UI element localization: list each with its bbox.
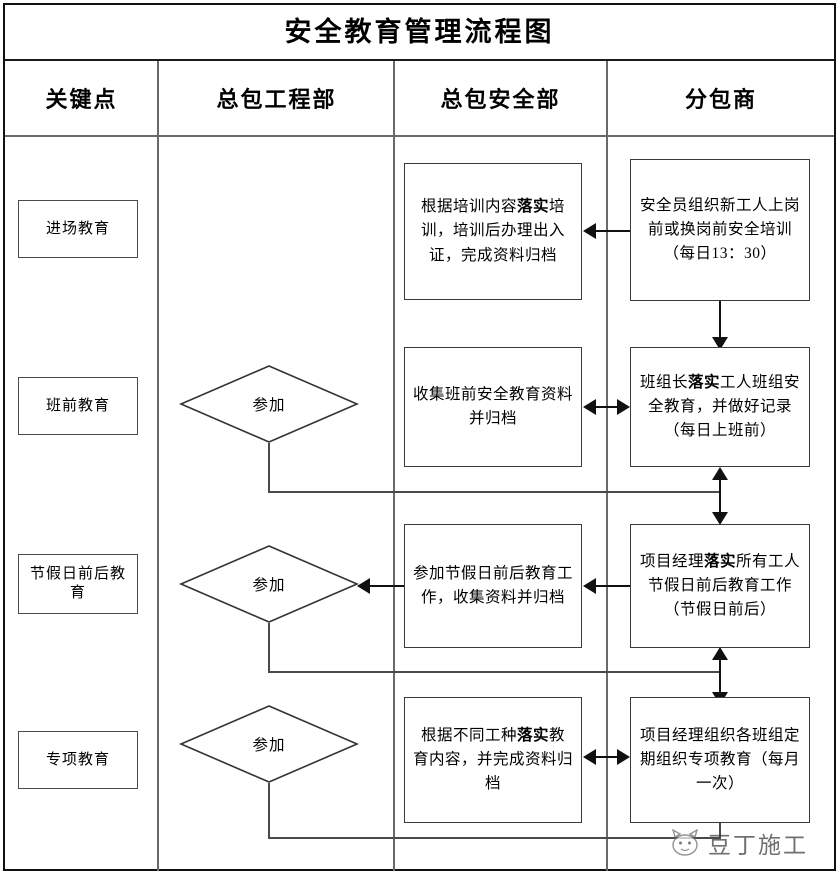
connector-row3-feedback-horizontal [268,671,720,673]
decision-label: 参加 [252,737,286,754]
diamond-shape-icon [178,705,360,783]
connector-row3-horizontal-left [370,585,404,587]
arrow-left-row1 [583,223,596,239]
connector-row4-feedback-horizontal [268,837,720,839]
chart-outer-frame [3,3,836,871]
header-col-divider-1 [157,61,159,135]
process-box-subcontractor-entry-education[interactable]: 安全员组织新工人上岗前或换岗前安全培训（每日13：30） [630,159,810,301]
decision-diamond-special-education[interactable]: 参加 [178,705,360,783]
column-header-label: 总包工程部 [216,87,337,112]
watermark: 豆丁施工 [668,826,808,860]
connector-row2-horizontal [592,406,624,408]
header-col-divider-3 [606,61,608,135]
process-text: 班组长落实工人班组安全教育，并做好记录（每日上班前） [639,373,801,439]
header-divider [5,135,834,137]
process-text: 参加节假日前后教育工作，收集资料并归档 [413,564,574,606]
connector-row3-horizontal-right [595,585,630,587]
page-title: 安全教育管理流程图 [284,16,555,47]
decision-label: 参加 [252,577,286,594]
column-header-label: 分包商 [684,87,757,112]
arrow-right-row4 [617,749,630,765]
process-box-subcontractor-holiday-education[interactable]: 项目经理落实所有工人节假日前后教育工作（节假日前后） [630,524,810,648]
key-point-label: 进场教育 [45,220,110,237]
column-header-label: 关键点 [45,87,118,112]
arrow-left-row4 [583,749,596,765]
key-point-label: 班前教育 [45,397,110,414]
column-header-gc-safety: 总包安全部 [395,61,606,135]
key-point-label: 专项教育 [45,751,110,768]
connector-row3-feedback-vertical [268,623,270,673]
process-box-safety-holiday-education[interactable]: 参加节假日前后教育工作，收集资料并归档 [404,524,582,648]
chart-title-band: 安全教育管理流程图 [5,5,834,59]
key-point-box-entry-education[interactable]: 进场教育 [18,200,138,258]
key-point-label: 节假日前后教育 [29,566,126,601]
connector-row2-feedback-vertical [268,443,270,493]
body-col-divider-2 [393,137,395,871]
process-text: 项目经理落实所有工人节假日前后教育工作（节假日前后） [639,552,801,618]
decision-diamond-holiday-education[interactable]: 参加 [178,545,360,623]
process-box-safety-entry-education[interactable]: 根据培训内容落实培训，培训后办理出入证，完成资料归档 [404,163,582,300]
title-divider [5,59,834,61]
connector-row4-horizontal [592,756,624,758]
key-point-box-holiday-education[interactable]: 节假日前后教育 [18,554,138,614]
process-text: 根据不同工种落实教育内容，并完成资料归档 [413,726,574,792]
diamond-shape-icon [178,545,360,623]
column-header-key-point: 关键点 [5,61,158,135]
key-point-box-preshift-education[interactable]: 班前教育 [18,377,138,435]
arrow-left-row2 [583,399,596,415]
arrow-right-row2 [617,399,630,415]
cat-mascot-icon [671,829,699,856]
arrow-down-r2-r3 [712,512,728,525]
arrow-left-row3-right [583,578,596,594]
body-col-divider-3 [606,137,608,871]
arrow-up-r2-r3 [712,467,728,480]
column-header-gc-eng: 总包工程部 [160,61,393,135]
connector-r2-r3-vertical [719,470,721,520]
key-point-box-special-education[interactable]: 专项教育 [18,731,138,789]
process-text: 根据培训内容落实培训，培训后办理出入证，完成资料归档 [420,198,566,264]
process-box-subcontractor-special-education[interactable]: 项目经理组织各班组定期组织专项教育（每月一次） [630,697,810,823]
connector-r3-r4-vertical [719,650,721,700]
process-box-safety-special-education[interactable]: 根据不同工种落实教育内容，并完成资料归档 [404,697,582,823]
column-header-label: 总包安全部 [440,87,561,112]
column-header-subcontractor: 分包商 [608,61,834,135]
diamond-shape-icon [178,365,360,443]
watermark-text: 豆丁施工 [708,832,808,858]
process-text: 项目经理组织各班组定期组织专项教育（每月一次） [639,726,800,792]
process-box-safety-preshift-education[interactable]: 收集班前安全教育资料并归档 [404,347,582,467]
process-box-subcontractor-preshift-education[interactable]: 班组长落实工人班组安全教育，并做好记录（每日上班前） [630,347,810,467]
process-text: 安全员组织新工人上岗前或换岗前安全培训（每日13：30） [639,196,800,262]
body-col-divider-1 [157,137,159,871]
arrow-left-row3-left [357,578,370,594]
process-text: 收集班前安全教育资料并归档 [413,385,574,427]
header-col-divider-2 [393,61,395,135]
arrow-up-r3-r4 [712,647,728,660]
connector-row4-riser [719,823,721,839]
connector-row1-horizontal [595,230,630,232]
connector-r1-r2-vertical [719,301,721,344]
connector-row2-feedback-horizontal [268,491,720,493]
decision-diamond-preshift-education[interactable]: 参加 [178,365,360,443]
decision-label: 参加 [252,397,286,414]
arrow-down-r1-r2 [712,337,728,350]
connector-row4-feedback-vertical [268,783,270,839]
